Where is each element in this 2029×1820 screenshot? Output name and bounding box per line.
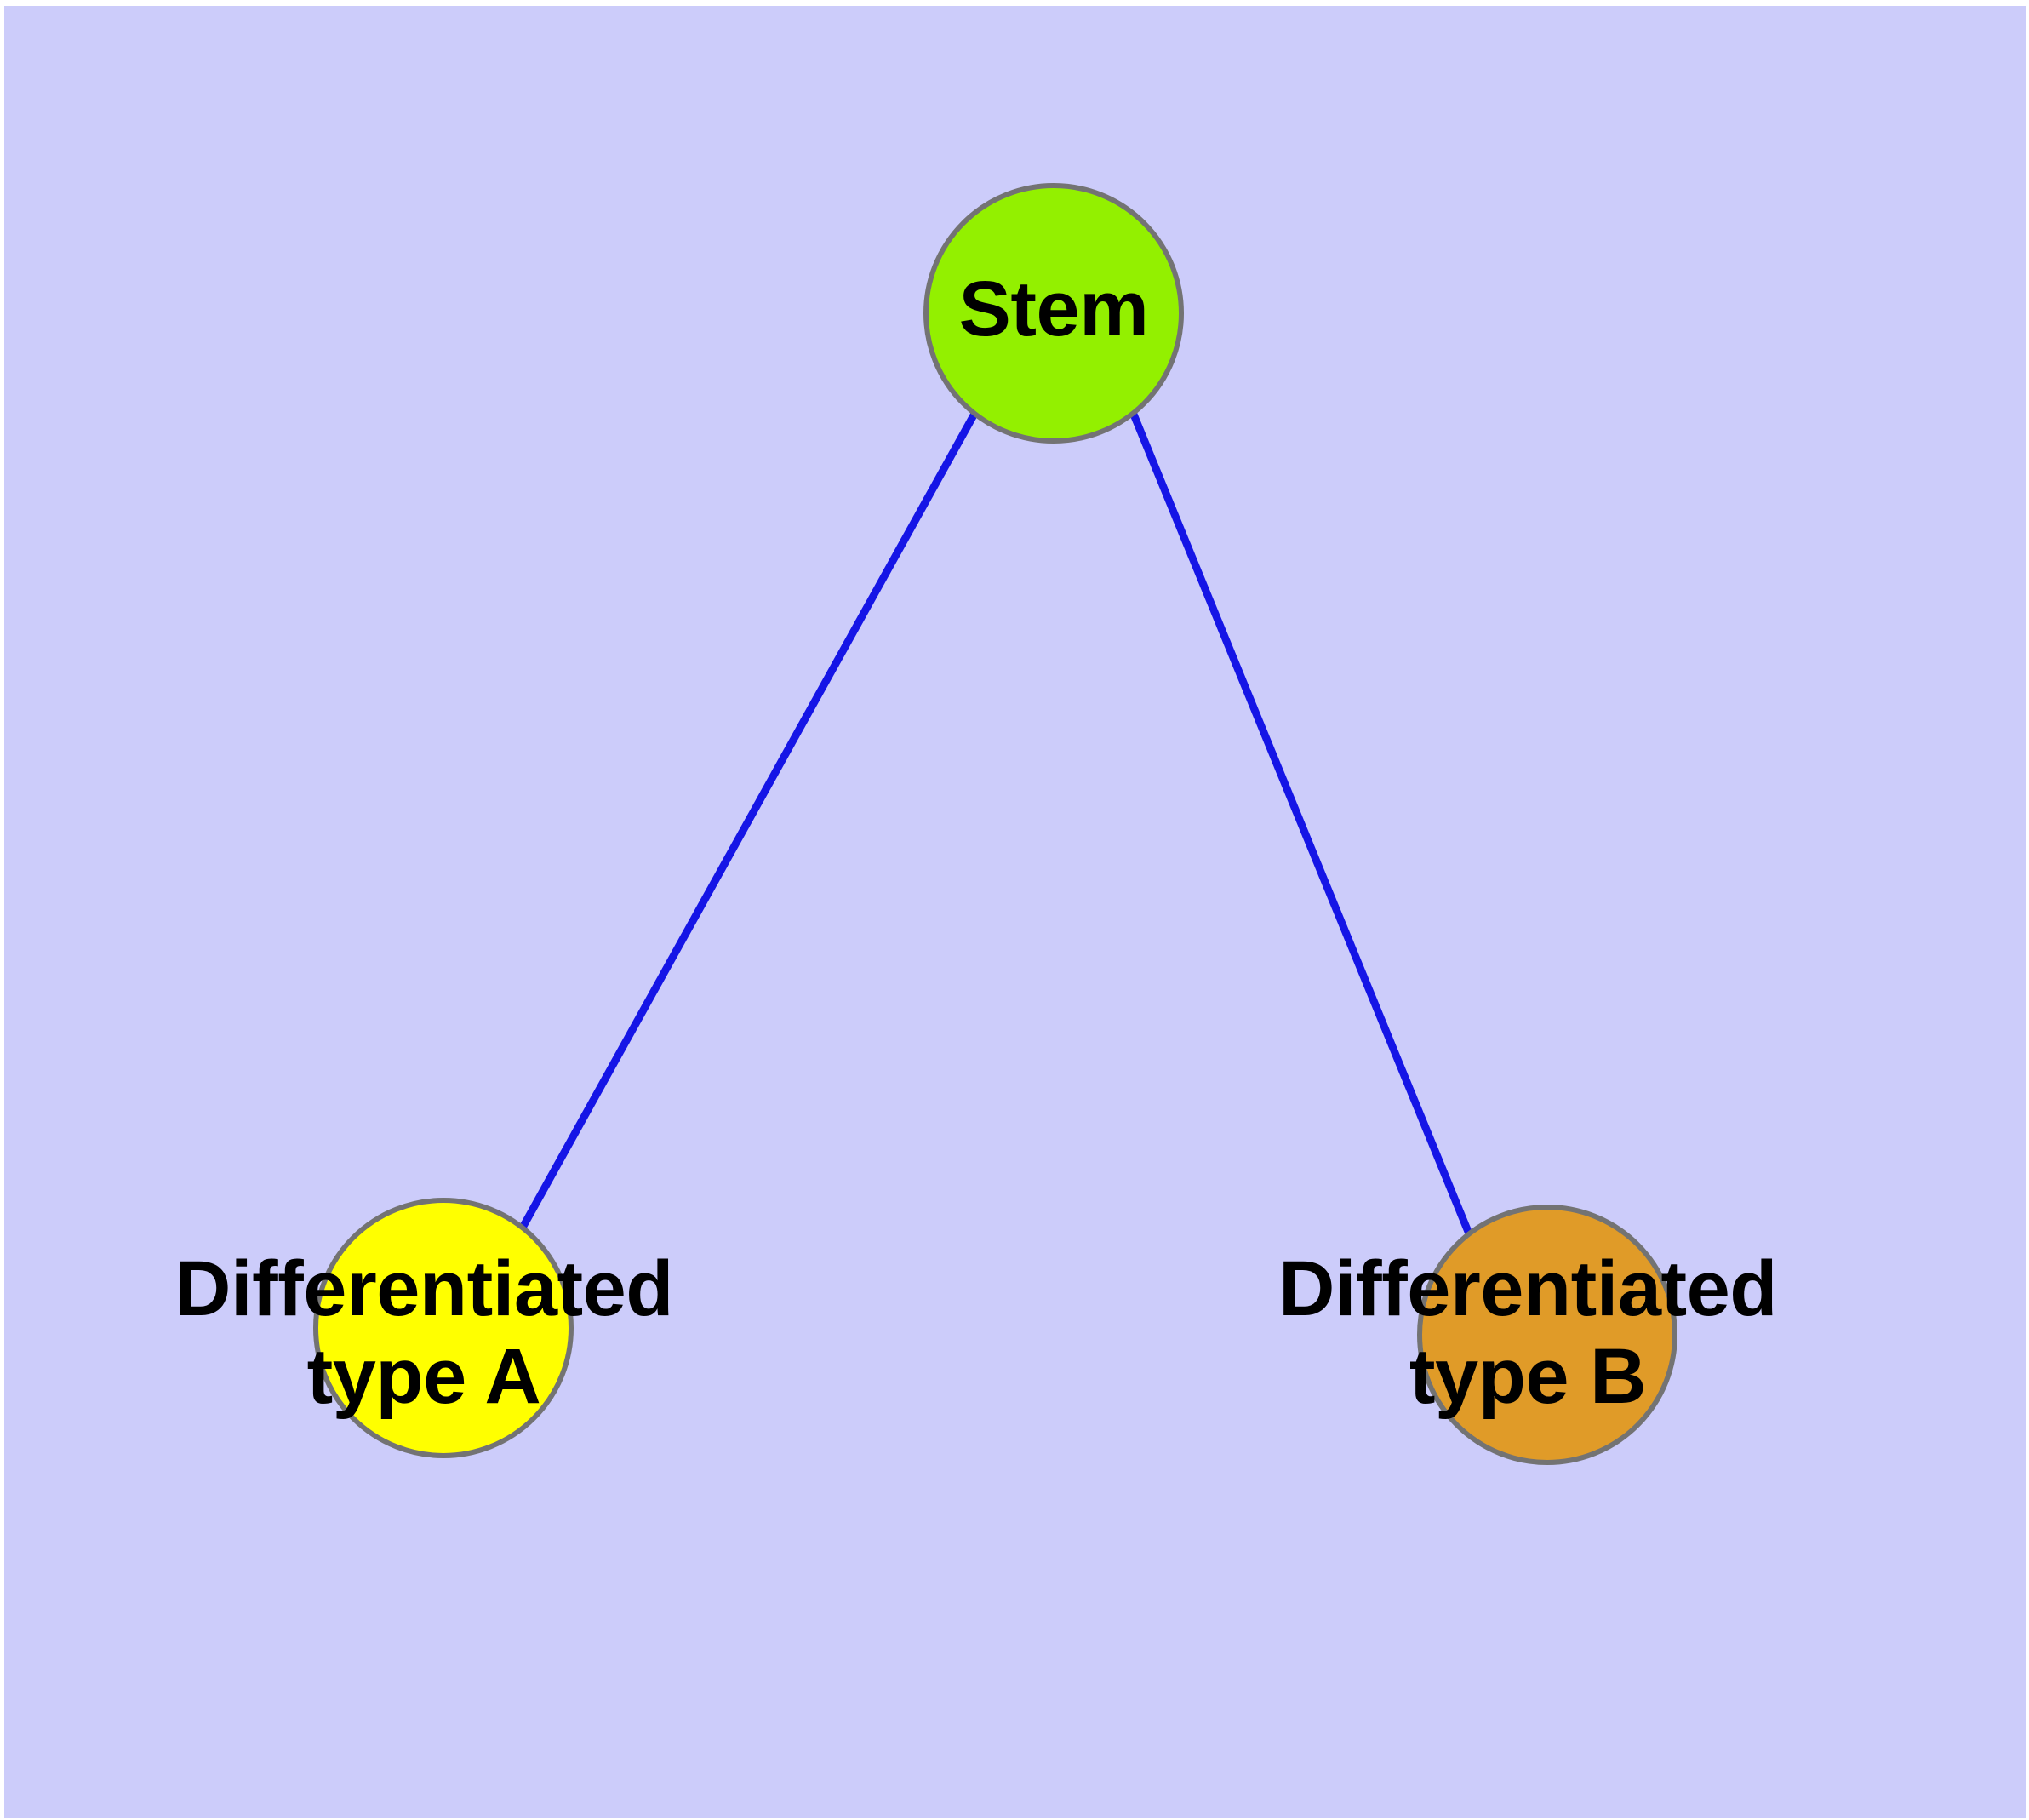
node-label-diff-a-line-1: Differentiated bbox=[174, 1245, 673, 1332]
node-differentiated-type-b[interactable] bbox=[1417, 1205, 1677, 1465]
edge-stem-to-differentiated-type-a bbox=[515, 403, 982, 1238]
edge-layer bbox=[515, 403, 1477, 1244]
node-label-stem-line-1: Stem bbox=[958, 266, 1149, 352]
node-stem[interactable] bbox=[923, 183, 1184, 444]
node-differentiated-type-a[interactable] bbox=[313, 1198, 574, 1458]
node-label-diff-b-line-1: Differentiated bbox=[1278, 1245, 1777, 1332]
node-label-diff-b-line-2: type B bbox=[1409, 1333, 1647, 1421]
edge-stem-to-differentiated-type-b bbox=[1126, 404, 1477, 1244]
node-label-stem: Stem bbox=[841, 266, 1266, 353]
node-label-diff-a-line-2: type A bbox=[306, 1333, 541, 1421]
